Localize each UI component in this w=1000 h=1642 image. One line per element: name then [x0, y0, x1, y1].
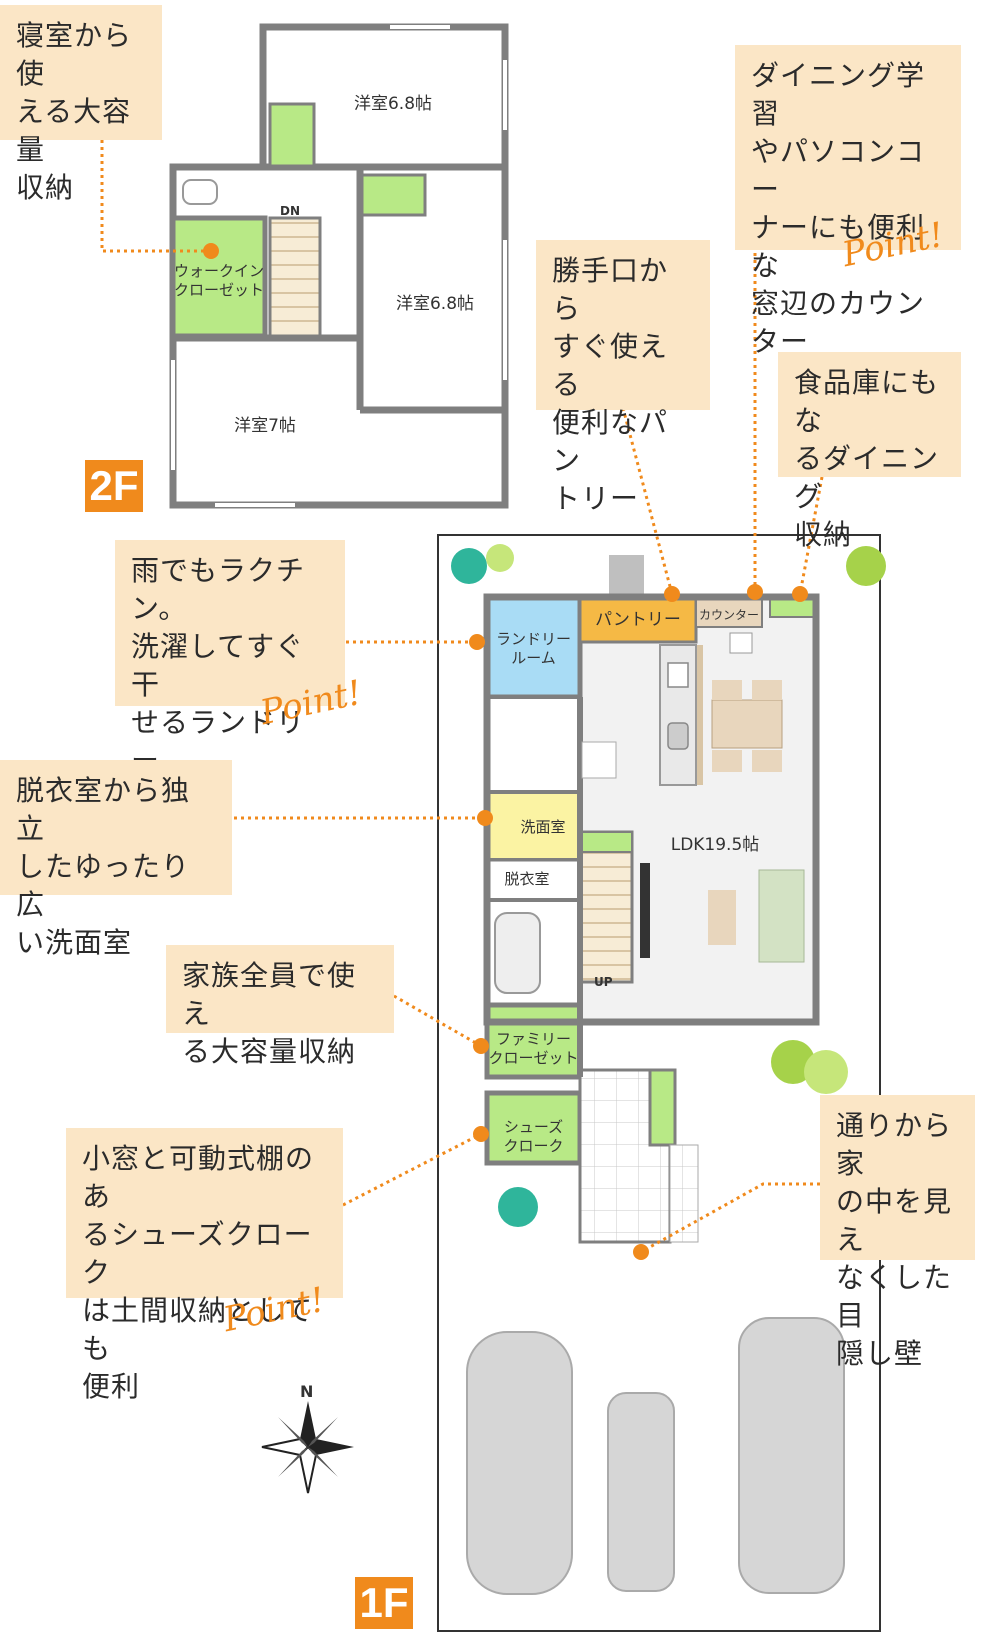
note-screen-wall: 通りから家 の中を見え なくした目 隠し壁 [820, 1095, 975, 1370]
note-pantry: 勝手口から すぐ使える 便利なパン トリー [536, 240, 710, 515]
floor-badge-1f: 1F [355, 1577, 413, 1629]
compass-north-label: N [300, 1382, 314, 1401]
room-label-shoes-closet: シューズ クローク [503, 1118, 564, 1155]
note-walk-in-closet: 寝室から使 える大容量 収納 [0, 5, 162, 204]
room-label-laundry: ランドリー ルーム [495, 630, 571, 667]
second-floor-plan [169, 23, 509, 509]
note-washroom: 脱衣室から独立 したゆったり広 い洗面室 [0, 760, 232, 959]
note-laundry: 雨でもラクチン。 洗濯してすぐ干 せるランドリー ルーム [115, 540, 345, 815]
room-label-bedroom-bottom: 洋室7帖 [234, 416, 296, 436]
first-floor-plan [261, 534, 886, 1632]
room-label-ldk: LDK19.5帖 [670, 835, 760, 855]
room-label-family-closet: ファミリー クローゼット [488, 1030, 579, 1067]
room-label-pantry: パントリー [595, 610, 681, 630]
room-label-bedroom-right: 洋室6.8帖 [395, 294, 475, 314]
leader-lines [100, 140, 824, 1254]
note-shoes-closet: 小窓と可動式棚のあ るシューズクローク は土間収納としても 便利 [66, 1128, 343, 1403]
leader-dots [203, 243, 808, 1260]
note-family-closet: 家族全員で使え る大容量収納 [166, 945, 394, 1068]
room-label-walk-in-closet: ウォークイン クローゼット [173, 262, 264, 299]
stair-up-label: UP [594, 975, 613, 989]
room-label-counter: カウンター [698, 608, 759, 622]
floor-badge-2f: 2F [85, 460, 143, 512]
note-dining-storage: 食品庫にもな るダイニング 収納 [778, 352, 961, 551]
room-label-washroom: 洗面室 [520, 818, 566, 836]
room-label-bedroom-top: 洋室6.8帖 [353, 94, 433, 114]
room-label-dressing: 脱衣室 [504, 870, 550, 888]
stair-dn-label: DN [280, 204, 301, 218]
